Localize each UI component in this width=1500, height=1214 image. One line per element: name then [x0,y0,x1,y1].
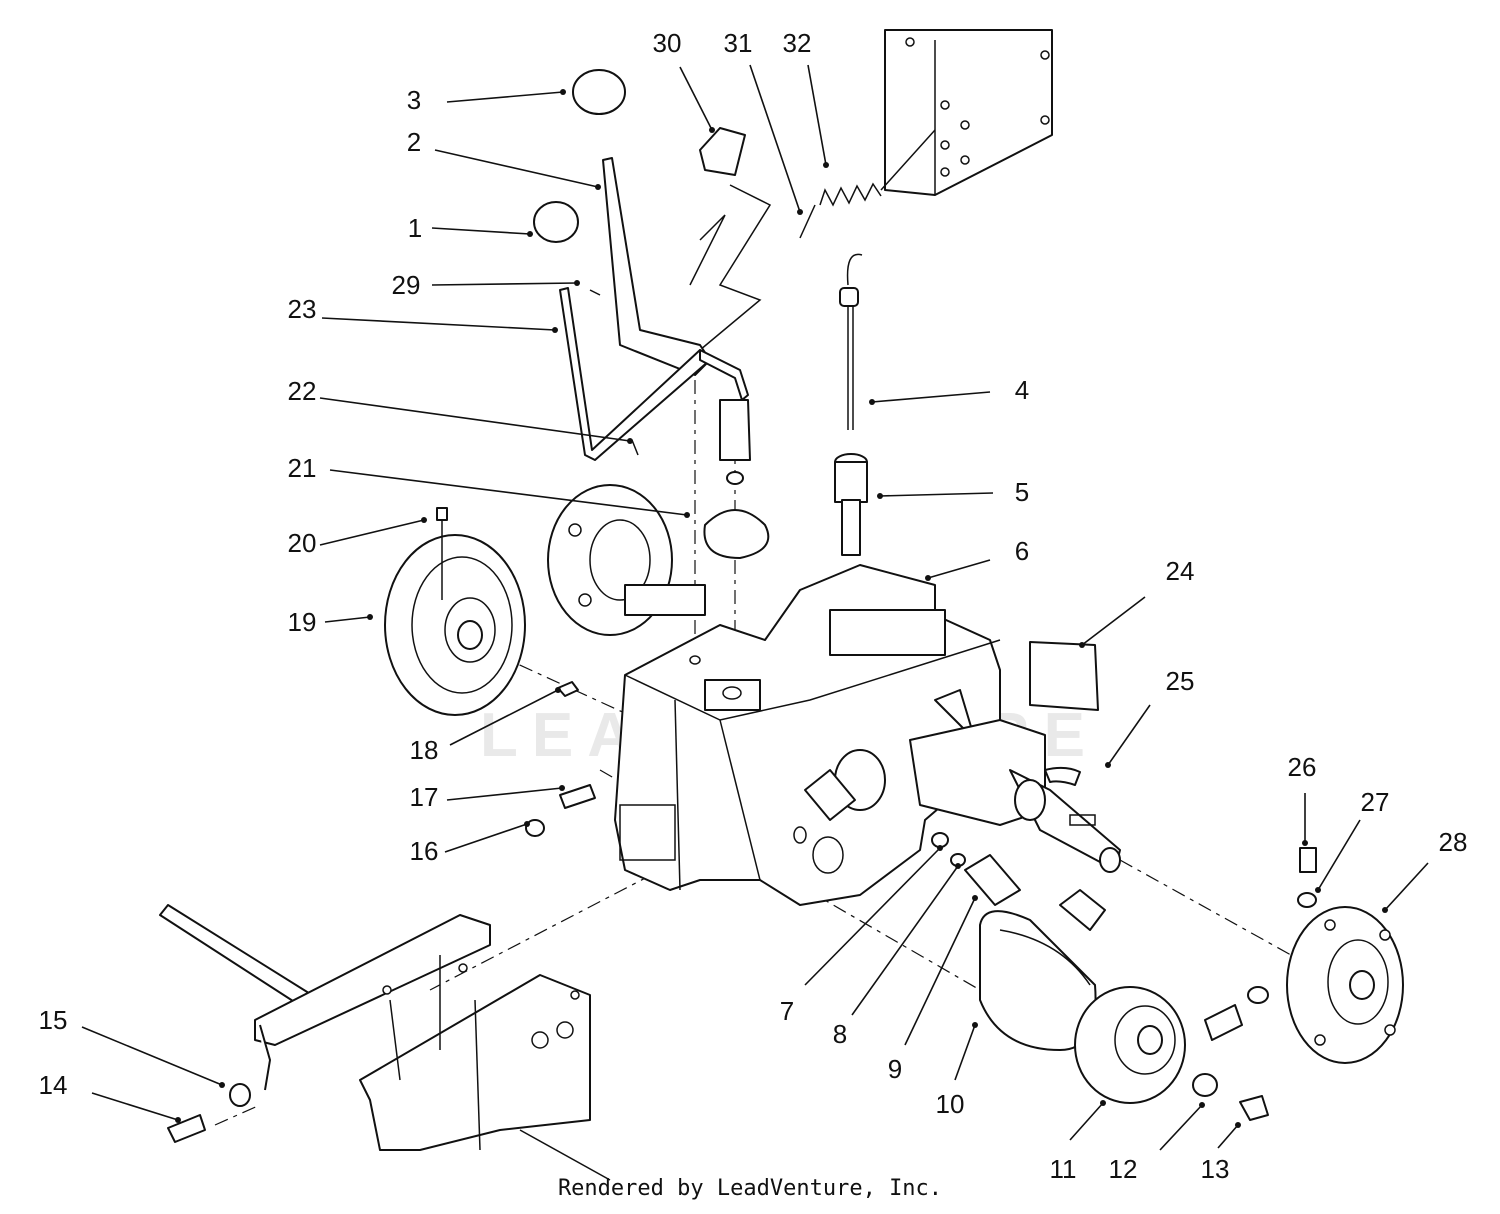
frame-bracket-top [884,29,1053,196]
washer [1192,1073,1218,1097]
woodruff-key [1044,766,1081,786]
callout-16: 16 [410,836,439,866]
callout-26: 26 [1288,752,1317,782]
wheel-hub [1286,906,1404,1064]
hub-stud [1204,1004,1243,1041]
callout-18: 18 [410,735,439,765]
stud-bolt [559,784,596,809]
frame-washer [229,1083,251,1107]
callout-5: 5 [1015,477,1029,507]
callout-29: 29 [392,270,421,300]
callout-1: 1 [408,213,422,243]
spring [799,129,936,239]
knob-ball [533,201,579,243]
callout-4: 4 [1015,375,1029,405]
input-flange [547,484,706,636]
stud [1299,847,1317,873]
dipstick [839,253,863,430]
brake-drum [1074,986,1186,1104]
callout-6: 6 [1015,536,1029,566]
callout-24: 24 [1166,556,1195,586]
callout-20: 20 [288,528,317,558]
frame-bottom [159,904,611,1181]
callout-11: 11 [1050,1154,1077,1184]
callout-27: 27 [1361,787,1390,817]
callout-21: 21 [288,453,317,483]
decal [1029,641,1099,711]
callout-17: 17 [410,782,439,812]
hub-nut [1247,986,1269,1004]
callout-30: 30 [653,28,682,58]
callout-22: 22 [288,376,317,406]
shift-boot [703,509,770,559]
dipstick-tube [834,453,868,556]
callout-23: 23 [288,294,317,324]
transmission-housing [614,564,1001,906]
shift-levers [559,157,751,485]
callout-15: 15 [39,1005,68,1035]
callout-8: 8 [833,1019,847,1049]
nut [1297,892,1317,908]
callout-3: 3 [407,85,421,115]
frame-bolt [167,1114,206,1143]
callout-32: 32 [783,28,812,58]
callout-9: 9 [888,1054,902,1084]
callout-10: 10 [936,1089,965,1119]
hex-nut [525,819,545,837]
callout-leaders [81,64,1429,1151]
brake-hardware [931,832,1021,906]
bolt [1239,1095,1269,1121]
callout-19: 19 [288,607,317,637]
callout-14: 14 [39,1070,68,1100]
callout-28: 28 [1439,827,1468,857]
callout-13: 13 [1201,1154,1230,1184]
knob-top [572,69,626,115]
render-credit: Rendered by LeadVenture, Inc. [557,1176,943,1201]
output-shaft [909,719,1121,873]
key [557,681,579,697]
pulley [384,507,526,716]
callout-7: 7 [780,996,794,1026]
shift-bracket [689,127,772,351]
callout-numbers: 1 2 3 4 5 6 7 8 9 10 11 12 13 14 15 16 1… [39,28,1468,1184]
callout-2: 2 [407,127,421,157]
callout-12: 12 [1109,1154,1138,1184]
callout-31: 31 [724,28,753,58]
callout-25: 25 [1166,666,1195,696]
